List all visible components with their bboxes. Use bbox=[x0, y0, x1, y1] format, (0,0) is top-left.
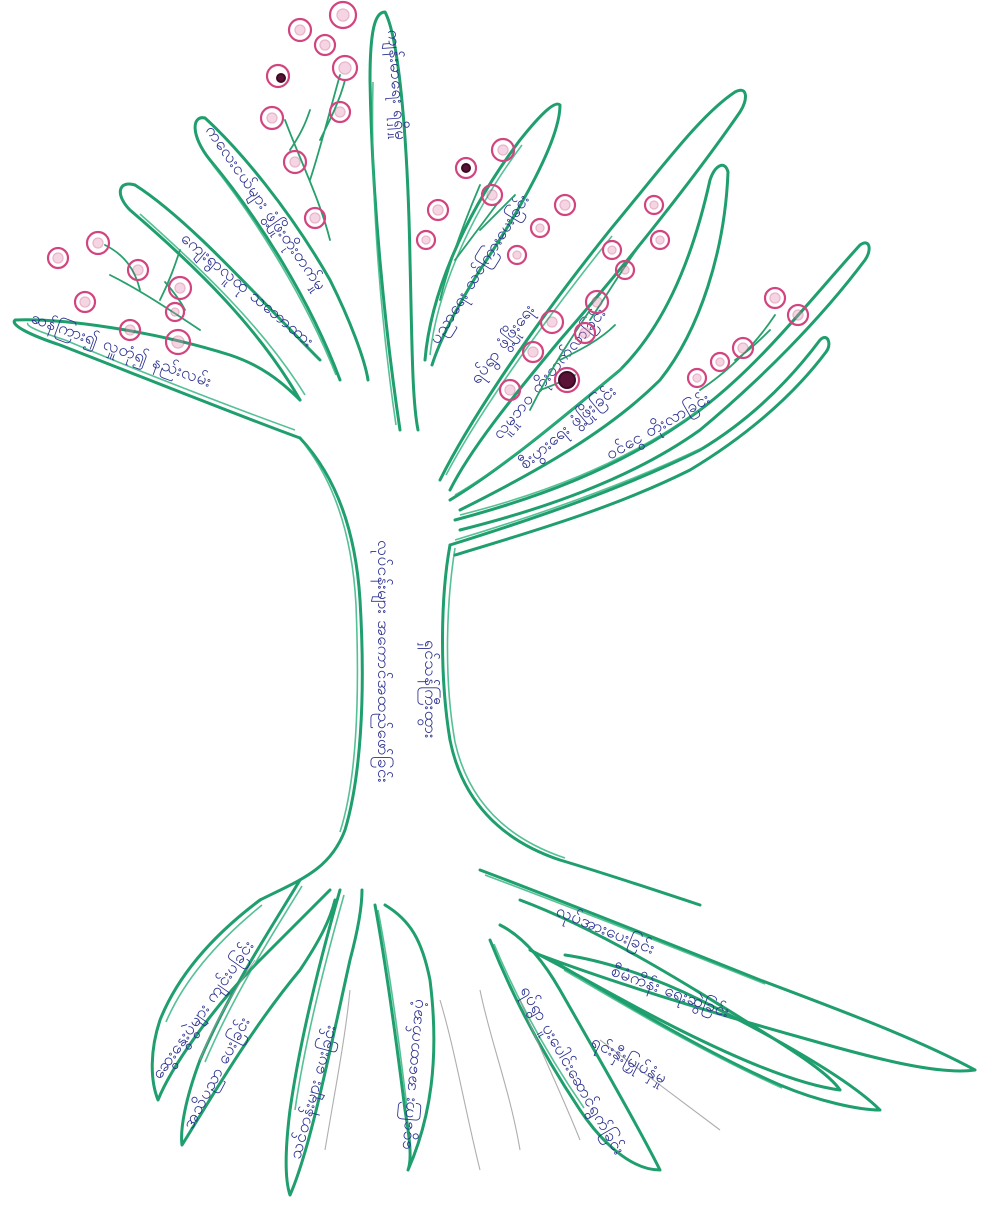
trunk: လုပ်ငန်းများ အကောင်အထည်ဖော်ခြင်း ရှင်သန်… bbox=[260, 438, 700, 905]
root-label-7: လုပ်အားပေးခြင်း bbox=[552, 899, 659, 961]
branch-label-4: ကျန်းမာရေး ရရှိမှု bbox=[380, 29, 411, 141]
root-label-4: ငွေကြေး အထောက်အပံ့ bbox=[393, 997, 431, 1150]
blossom-cluster-right-1 bbox=[417, 139, 575, 300]
branches bbox=[14, 12, 869, 555]
root-labels: ဆွေးနွေးပွဲများ ကျင်းပခြင်း အသိပညာ ပေးခြ… bbox=[146, 899, 733, 1162]
trunk-text-2: ရှင်သန်ကြီးထွား bbox=[417, 640, 442, 739]
trunk-text-1: လုပ်ငန်းများ အကောင်အထည်ဖော်ခြင်း bbox=[370, 540, 395, 783]
root-label-8: စီမံကိန်း ရေးဆွဲခြင်း bbox=[607, 959, 733, 1025]
